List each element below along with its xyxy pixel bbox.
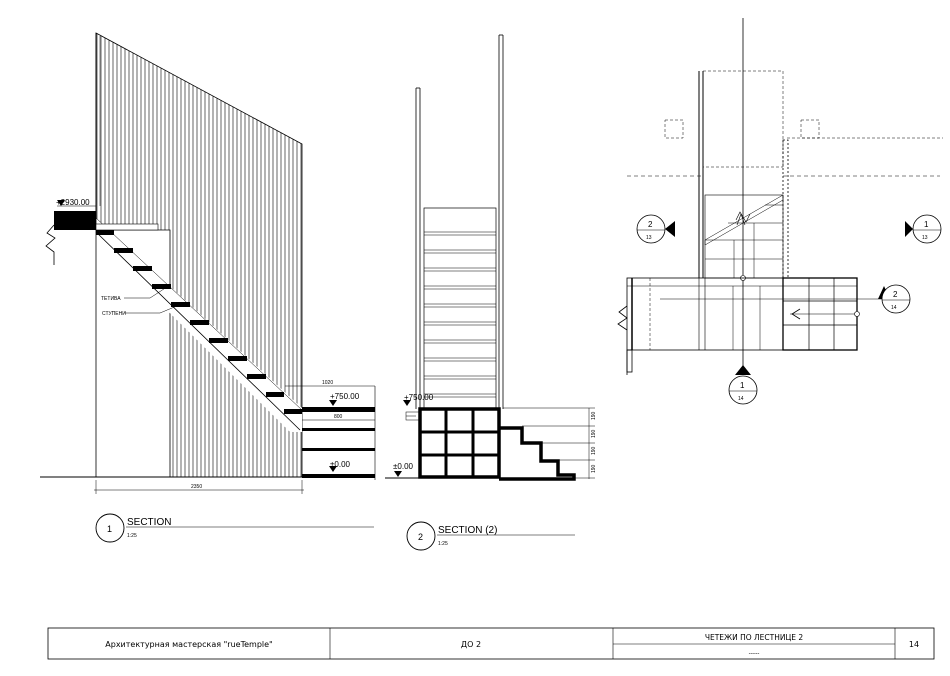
plan-break-symbol [617,305,628,331]
height-dims [503,407,595,479]
stair-front-steps [424,231,496,398]
marker-mid-right: 2 14 [878,284,911,314]
section-1-scale: 1:25 [127,533,137,539]
storage-grid [418,407,501,479]
marker-bottom-sheet: 14 [738,396,744,402]
top-landing [54,211,96,230]
elev-top: +2930.00 [56,198,90,207]
marker-bottom: 1 14 [728,365,758,405]
marker-left: 2 13 [636,214,675,244]
section-2-scale: 1:25 [438,541,448,547]
project-code: ДО 2 [461,640,481,649]
elev-zero-1: ±0.00 [330,460,351,469]
sheet-subtitle: ----- [749,650,760,657]
elev-zero-2: ±0.00 [393,462,414,471]
dim-190-a: 190 [591,411,597,420]
section-2-title: SECTION (2) [438,525,497,536]
marker-mid-right-sheet: 14 [891,305,897,311]
page-number: 14 [909,640,919,649]
break-symbol [45,224,56,265]
stair-plan: 2 13 1 13 2 14 1 14 [617,18,943,405]
title-block: Архитектурная мастерская "rueTemple" ДО … [47,627,935,660]
marker-mid-right-num: 2 [893,290,898,299]
section-1-number: 1 [107,524,112,534]
stair-front [423,207,497,409]
section-1-title: SECTION [127,517,171,528]
sheet-title: ЧЕТЕЖИ ПО ЛЕСТНИЦЕ 2 [705,633,804,642]
section-1-drawing: 1020 800 2350 +2930.00 +750.00 ±0.00 ТЕТ… [40,32,376,543]
elev-mid-2: +750.00 [404,393,434,402]
section-2-drawing: 190 190 190 190 +750.00 ±0.00 2 SECTION … [385,34,597,551]
marker-right: 1 13 [905,214,942,244]
marker-right-sheet: 13 [922,235,928,241]
marker-left-sheet: 13 [646,235,652,241]
dim-1020: 1020 [322,380,333,386]
marker-bottom-num: 1 [740,381,745,390]
platform-slabs [302,386,376,480]
side-steps [499,426,576,481]
dim-2350: 2350 [191,484,202,490]
label-stringer: ТЕТИВА [101,296,121,302]
elev-mid-1: +750.00 [330,392,360,401]
studio-name: Архитектурная мастерская "rueTemple" [105,640,272,649]
label-treads: СТУПЕНИ [102,311,126,317]
dim-190-b: 190 [591,429,597,438]
dim-800: 800 [334,414,343,420]
dim-190-d: 190 [591,464,597,473]
section-2-number: 2 [418,532,423,542]
dim-190-c: 190 [591,446,597,455]
marker-left-num: 2 [648,220,653,229]
marker-right-num: 1 [924,220,929,229]
